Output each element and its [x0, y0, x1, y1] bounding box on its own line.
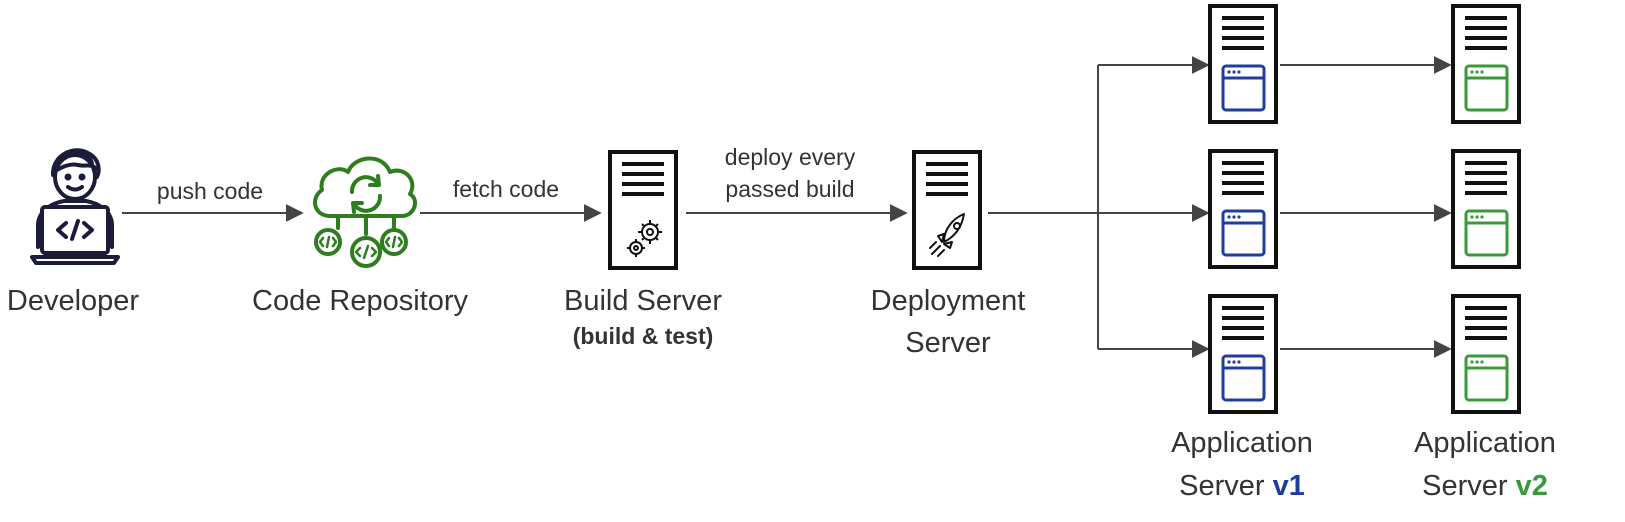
app-v1-version: v1	[1272, 470, 1305, 502]
app-server-v1-column	[1208, 4, 1278, 414]
deployment-server-label-line1: Deployment	[870, 285, 1026, 317]
app-server-v2-1	[1451, 4, 1521, 124]
app-server-v1-3	[1208, 294, 1278, 414]
repository-label: Code Repository	[252, 285, 468, 317]
app-v2-label-line1: Application	[1414, 427, 1556, 459]
app-v1-label-prefix: Server	[1179, 470, 1273, 502]
app-server-v2-3	[1451, 294, 1521, 414]
edge-label-push-code: push code	[156, 178, 264, 204]
build-server-sublabel: (build & test)	[572, 323, 714, 349]
app-v1-label-line2: Server v1	[1142, 466, 1342, 506]
developer-laptop-icon	[30, 148, 120, 265]
v1-to-v2-arrows	[1280, 56, 1452, 358]
deployment-server-label-line2: Server	[905, 327, 991, 359]
build-server-label: Build Server	[564, 285, 722, 317]
app-v2-label-prefix: Server	[1422, 470, 1516, 502]
cloud-code-repository-icon	[313, 156, 418, 268]
developer-label: Developer	[6, 285, 140, 317]
app-server-v2-column	[1451, 4, 1521, 414]
app-server-v2-2	[1451, 149, 1521, 269]
edge-label-deploy-line2: passed build	[725, 176, 855, 202]
app-server-v1-1	[1208, 4, 1278, 124]
edge-label-fetch-code: fetch code	[452, 176, 560, 202]
server-gear-icon	[608, 150, 678, 270]
app-v2-version: v2	[1515, 470, 1548, 502]
app-v1-label-line1: Application	[1171, 427, 1313, 459]
app-v2-label-line2: Server v2	[1385, 466, 1585, 506]
edge-label-deploy-line1: deploy every	[724, 144, 856, 170]
fanout-connector	[988, 56, 1210, 358]
app-server-v1-2	[1208, 149, 1278, 269]
server-rocket-icon	[912, 150, 982, 270]
